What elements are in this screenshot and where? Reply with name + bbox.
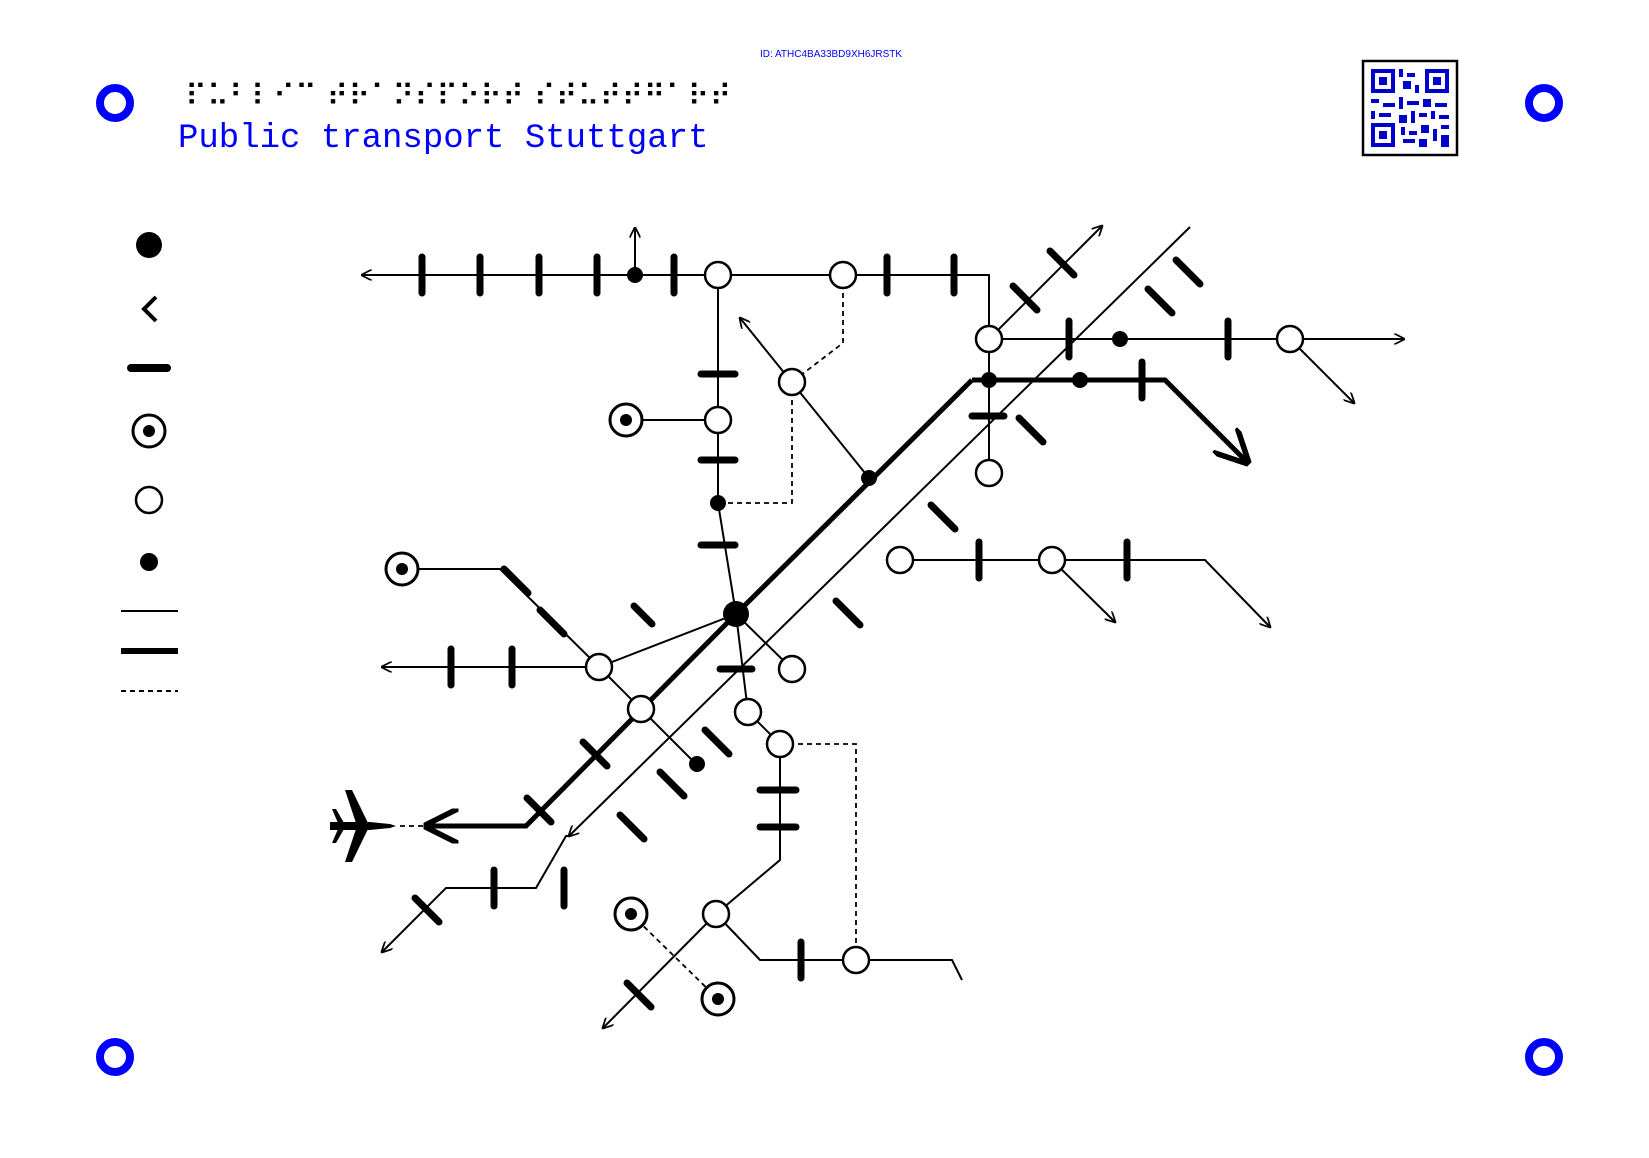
- thin-lines: [362, 226, 1404, 1028]
- circle-ring-icon: [96, 84, 134, 122]
- line-hub-south: [715, 613, 781, 915]
- station: [1275, 324, 1305, 354]
- stop: [981, 372, 997, 388]
- line-east-branch: [1289, 338, 1354, 403]
- qr-code-icon: [1361, 59, 1459, 157]
- legend-open-circle: [134, 485, 164, 515]
- line-southwest-lower: [382, 835, 569, 952]
- station: [777, 367, 807, 397]
- station: [885, 545, 915, 575]
- ticks: [411, 247, 1232, 1011]
- line-mid-east: [900, 559, 1115, 622]
- terminus: [700, 981, 736, 1017]
- legend-large-dot: [136, 232, 162, 258]
- thick-lines: [427, 377, 1247, 826]
- terminus: [613, 896, 649, 932]
- station: [765, 729, 795, 759]
- terminus: [384, 551, 420, 587]
- line-lower-east: [715, 913, 963, 981]
- station: [1037, 545, 1067, 575]
- station: [703, 405, 733, 435]
- main-hub-station: [723, 601, 749, 627]
- circle-ring-icon: [1525, 1038, 1563, 1076]
- stop: [1112, 331, 1128, 347]
- circle-ring-icon: [1525, 84, 1563, 122]
- station: [701, 899, 731, 929]
- line-top-east: [718, 274, 990, 339]
- circled-termini: [384, 402, 736, 1017]
- legend-circled-dot: [131, 413, 167, 449]
- station: [828, 260, 858, 290]
- legend-small-dot: [140, 553, 158, 571]
- station: [974, 324, 1004, 354]
- page-title: Public transport Stuttgart: [178, 120, 709, 158]
- braille-title: ⠏⠥⠃⠇⠊⠉ ⠞⠗⠁⠝⠎⠏⠕⠗⠞ ⠎⠞⠥⠞⠞⠛⠁⠗⠞: [185, 79, 731, 114]
- dashed-lines: [400, 275, 857, 1000]
- legend-chevron: [141, 295, 158, 323]
- stop: [710, 495, 726, 511]
- line-vertical-b: [717, 502, 737, 615]
- line-northeast-1: [988, 226, 1102, 340]
- station: [777, 654, 807, 684]
- line-airport-main: [427, 378, 974, 826]
- stop: [627, 267, 643, 283]
- stop: [1072, 372, 1088, 388]
- stop: [689, 756, 705, 772]
- document-id: ID: ATHC4BA33BD9XH6JRSTK: [760, 49, 902, 60]
- airplane-icon: [330, 790, 396, 862]
- station: [841, 945, 871, 975]
- line-southwest-arrow: [603, 913, 717, 1028]
- line-east-thick: [972, 377, 1247, 462]
- small-stations: [627, 267, 1128, 772]
- line-diag-northeast: [569, 226, 1191, 836]
- line-mid-east-2: [1052, 559, 1270, 627]
- legend: [121, 232, 178, 692]
- dashed-circled: [630, 913, 719, 1000]
- station: [733, 697, 763, 727]
- station: [703, 260, 733, 290]
- circle-ring-icon: [96, 1038, 134, 1076]
- dashed-south: [780, 743, 857, 960]
- terminus: [608, 402, 644, 438]
- open-stations: [584, 260, 1305, 975]
- station: [974, 458, 1004, 488]
- station: [626, 694, 656, 724]
- dashed-mid: [718, 382, 793, 504]
- registration-marks: [96, 84, 1563, 1076]
- station: [584, 652, 614, 682]
- line-northwest: [740, 318, 870, 479]
- stop: [861, 470, 877, 486]
- dashed-north: [791, 275, 844, 383]
